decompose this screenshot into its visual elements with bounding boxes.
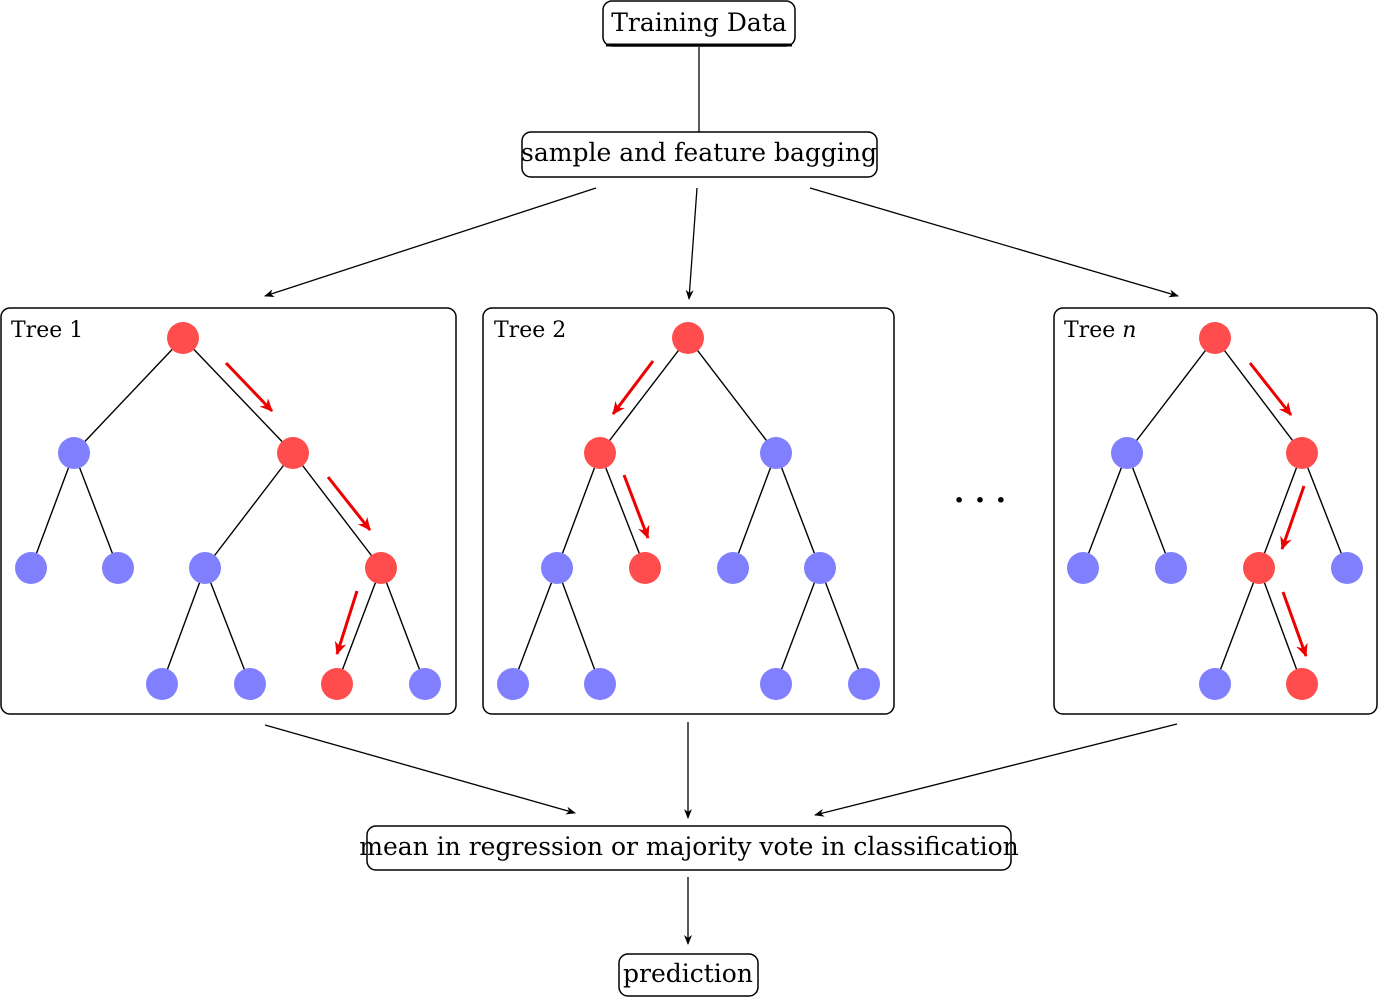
- tree-2-node: [584, 668, 616, 700]
- tree-n-node: [1067, 552, 1099, 584]
- tree-1-edge: [182, 337, 294, 454]
- tree-n-node: [1331, 552, 1363, 584]
- tree-1-path-node: [365, 552, 397, 584]
- tree-n-path-node: [1286, 668, 1318, 700]
- tree-1-edge: [380, 567, 426, 685]
- training-data-label: Training Data: [611, 8, 787, 37]
- tree-n-title: Tree n: [1064, 318, 1136, 343]
- tree-1-panel: Tree 1: [0, 307, 457, 715]
- aggregate-node: mean in regression or majority vote in c…: [359, 825, 1019, 871]
- tree-1-decision-arrow: [326, 476, 372, 531]
- arrow-tree-1-to-aggregate: [264, 724, 576, 815]
- tree-n-edge: [1258, 567, 1303, 685]
- tree-1-node: [409, 668, 441, 700]
- tree-2-edge: [512, 567, 558, 685]
- tree-2-node: [848, 668, 880, 700]
- tree-2-path-node: [629, 552, 661, 584]
- tree-n-edge: [1258, 452, 1303, 569]
- tree-2-path-node: [584, 437, 616, 469]
- tree-2-node: [760, 668, 792, 700]
- bagging-node: sample and feature bagging: [521, 131, 878, 178]
- tree-1-edge: [204, 567, 251, 685]
- tree-n-decision-arrow: [1281, 591, 1308, 657]
- tree-1-edge: [30, 452, 75, 569]
- tree-n-path-node: [1199, 322, 1231, 354]
- bagging-label: sample and feature bagging: [521, 138, 877, 167]
- tree-1-node: [234, 668, 266, 700]
- tree-2-edge: [556, 567, 601, 685]
- tree-1-edge: [204, 452, 294, 569]
- tree-1-node: [58, 437, 90, 469]
- tree-2-decision-arrow: [622, 474, 650, 539]
- tree-2-edge: [687, 337, 777, 454]
- tree-2-edge: [732, 452, 777, 569]
- tree-n-panel: Tree n: [1053, 307, 1378, 715]
- tree-n-edge: [1214, 337, 1303, 454]
- tree-1-path-node: [167, 322, 199, 354]
- tree-1-decision-arrow: [224, 361, 274, 413]
- tree-1-edge: [336, 567, 382, 685]
- arrow-tree-n-to-aggregate: [814, 723, 1178, 817]
- tree-n-path-node: [1243, 552, 1275, 584]
- tree-n-edge: [1126, 337, 1216, 454]
- aggregate-label: mean in regression or majority vote in c…: [359, 832, 1019, 861]
- tree-n-node: [1111, 437, 1143, 469]
- tree-n-edge: [1126, 452, 1172, 569]
- tree-2-node: [497, 668, 529, 700]
- tree-n-decision-arrow: [1280, 485, 1306, 550]
- tree-2-edge: [775, 452, 821, 569]
- tree-1-title-base: Tree: [11, 318, 69, 343]
- training-data-node: Training Data: [602, 0, 796, 47]
- tree-n-title-var: n: [1122, 318, 1136, 343]
- tree-n-edge: [1214, 567, 1260, 685]
- tree-n-edge: [1082, 452, 1128, 569]
- ellipsis: · · ·: [954, 483, 1006, 518]
- tree-1-node: [15, 552, 47, 584]
- tree-n-node: [1199, 668, 1231, 700]
- arrow-bagging-to-tree-n: [809, 187, 1179, 298]
- prediction-node: prediction: [618, 953, 759, 997]
- tree-2-node: [717, 552, 749, 584]
- tree-n-node: [1155, 552, 1187, 584]
- tree-1-title: Tree 1: [11, 318, 83, 343]
- tree-1-node: [102, 552, 134, 584]
- tree-n-edge: [1301, 452, 1348, 569]
- tree-n-path-node: [1286, 437, 1318, 469]
- tree-2-title: Tree 2: [494, 318, 566, 343]
- tree-n-graph: [1067, 322, 1363, 700]
- tree-n-title-base: Tree: [1064, 318, 1122, 343]
- tree-2-edge: [599, 337, 689, 454]
- tree-1-node: [189, 552, 221, 584]
- arrow-bagging-to-tree-2: [685, 187, 698, 300]
- tree-2-edge: [819, 567, 865, 685]
- tree-2-node: [541, 552, 573, 584]
- tree-2-edge: [599, 452, 646, 569]
- tree-2-graph: [497, 322, 880, 700]
- tree-1-path-node: [321, 668, 353, 700]
- tree-2-node: [804, 552, 836, 584]
- tree-2-edge: [556, 452, 601, 569]
- tree-1-edge: [161, 567, 206, 685]
- tree-1-node: [146, 668, 178, 700]
- tree-n-decision-arrow: [1248, 362, 1293, 416]
- prediction-label: prediction: [623, 959, 753, 988]
- tree-2-decision-arrow: [611, 360, 655, 415]
- tree-1-decision-arrow: [334, 590, 359, 655]
- tree-2-panel: Tree 2: [482, 307, 895, 715]
- tree-1-path-node: [277, 437, 309, 469]
- tree-1-edge: [73, 337, 184, 454]
- tree-2-title-base: Tree: [494, 318, 552, 343]
- tree-2-path-node: [672, 322, 704, 354]
- arrow-bagging-to-tree-1: [264, 187, 597, 298]
- tree-1-edge: [73, 452, 119, 569]
- tree-1-edge: [292, 452, 382, 569]
- tree-2-node: [760, 437, 792, 469]
- tree-2-edge: [775, 567, 821, 685]
- tree-1-graph: [15, 322, 441, 700]
